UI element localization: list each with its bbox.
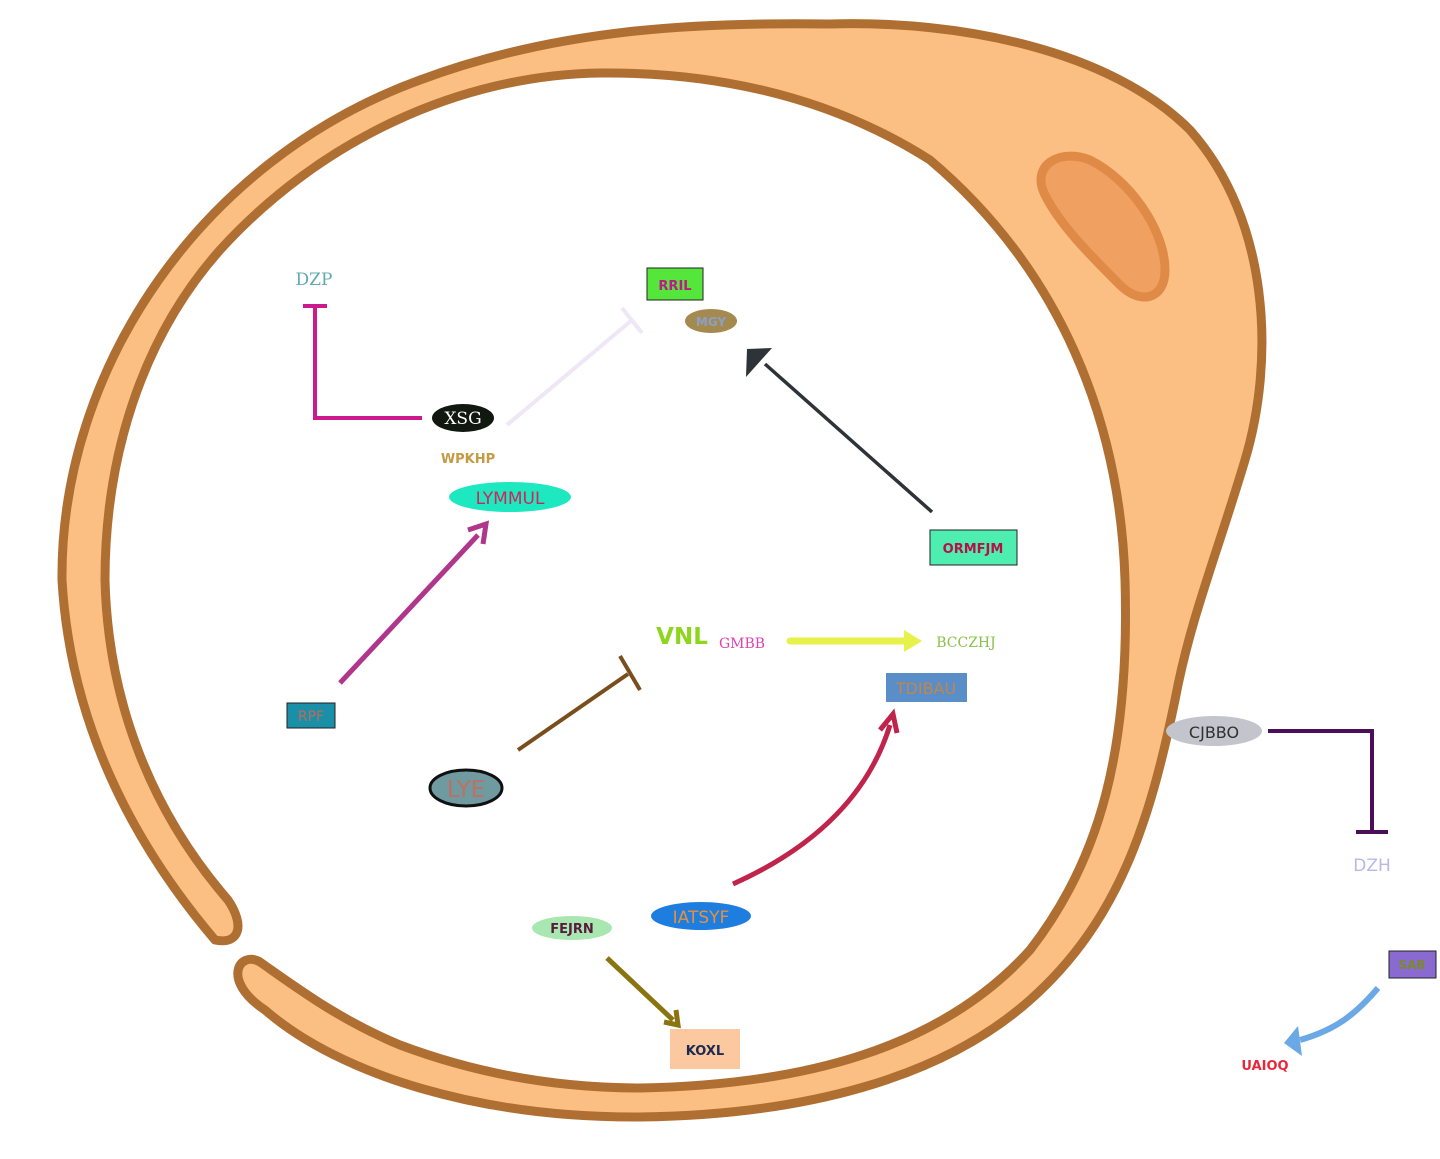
node-fejrn-label: FEJRN <box>550 922 594 937</box>
node-dzh-label: DZH <box>1353 856 1391 876</box>
edge-xsg-mgy-bar <box>620 306 644 335</box>
node-wpkhp-label: WPKHP <box>441 452 495 467</box>
edge-xsg-dzp <box>313 306 422 420</box>
node-koxl <box>670 1029 740 1069</box>
node-iatsyf-label: IATSYF <box>673 908 730 928</box>
edge-sab-uaioq <box>1299 986 1381 1043</box>
edge-lye-vnl <box>516 672 630 752</box>
node-xsg-label: XSG <box>444 409 481 429</box>
node-cjbbo <box>1166 716 1262 746</box>
node-lymmul-label: LYMMUL <box>476 489 545 509</box>
node-iatsyf <box>651 902 751 930</box>
edge-rpf-lymmul <box>338 533 480 685</box>
node-gmbb-label: GMBB <box>719 636 765 652</box>
edge-fejrn-koxl <box>605 956 675 1022</box>
node-xsg <box>432 404 494 432</box>
node-sab <box>1388 950 1437 979</box>
node-ormfjm <box>929 529 1018 566</box>
node-vnl-label: VNL <box>656 624 708 650</box>
node-fejrn <box>532 916 612 940</box>
node-rpf <box>286 702 336 729</box>
node-tdibau <box>886 673 967 702</box>
node-sab-label: SAB <box>1398 958 1425 972</box>
node-rpf-label: RPF <box>298 709 324 725</box>
edge-rpf-lymmul-head <box>467 520 490 545</box>
edge-gmbb-bcczhj-head <box>904 630 922 652</box>
nucleus <box>1036 151 1170 302</box>
edge-xsg-mgy <box>505 318 634 427</box>
edge-iatsyf-tdibau-head <box>878 708 900 734</box>
node-rril-label: RRIL <box>658 279 691 294</box>
edge-lye-vnl-bar <box>618 654 642 692</box>
node-dzp-label: DZP <box>296 270 333 290</box>
node-rril <box>646 267 704 301</box>
node-uaioq-label: UAIOQ <box>1241 1059 1288 1074</box>
edge-iatsyf-tdibau <box>731 724 893 887</box>
edge-sab-uaioq-head <box>1284 1026 1302 1056</box>
node-bcczhj-label: BCCZHJ <box>936 635 996 651</box>
node-koxl-label: KOXL <box>686 1044 724 1059</box>
node-lye <box>428 768 504 808</box>
edge-ormfjm-mgy <box>763 362 934 514</box>
node-mgy <box>685 309 737 333</box>
edge-ormfjm-mgy-head <box>746 348 772 377</box>
node-cjbbo-label: CJBBO <box>1189 723 1239 742</box>
node-lymmul <box>449 482 571 512</box>
node-lye-label: LYE <box>447 777 485 803</box>
edge-fejrn-koxl-head <box>663 1009 681 1029</box>
node-ormfjm-label: ORMFJM <box>943 542 1004 557</box>
edge-cjbbo-dzh <box>1268 729 1374 832</box>
node-tdibau-label: TDIBAU <box>895 679 956 698</box>
cell-membrane <box>57 19 1267 1122</box>
node-mgy-label: MGY <box>696 315 727 329</box>
